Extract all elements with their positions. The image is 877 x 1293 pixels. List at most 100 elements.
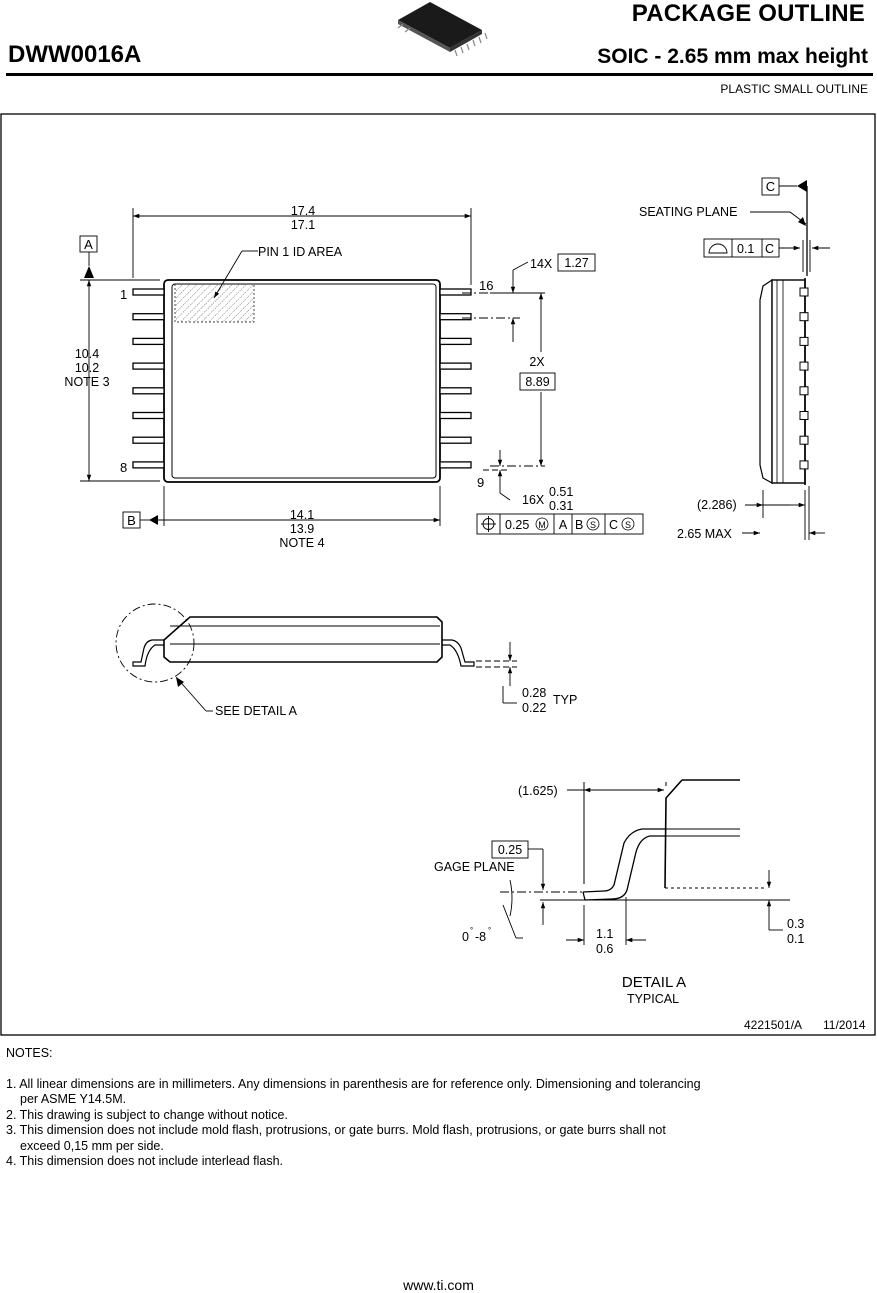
detail-a-callout-circle [115, 603, 195, 683]
width-min-label: 10.2 [75, 361, 99, 375]
lead-left [132, 411, 165, 420]
header-rule [6, 73, 873, 76]
lead-left [132, 362, 165, 370]
lead-left [132, 387, 165, 395]
package-subtitle: SOIC - 2.65 mm max height [597, 45, 868, 68]
note3-label: NOTE 3 [64, 375, 109, 389]
svg-text:1.27: 1.27 [564, 256, 588, 270]
span-count-label: 2X [529, 355, 545, 369]
svg-text:0.1: 0.1 [737, 242, 754, 256]
svg-text:0.25: 0.25 [498, 843, 522, 857]
drawing-frame [0, 113, 876, 1036]
svg-text:0.25: 0.25 [505, 518, 529, 532]
lead-right [439, 337, 472, 346]
pin-8-label: 8 [120, 460, 127, 475]
datum-a-box: A [79, 235, 98, 253]
pin-16-label: 16 [479, 278, 493, 293]
svg-text:C: C [766, 179, 775, 194]
package-description: PLASTIC SMALL OUTLINE [720, 82, 868, 96]
lead-right [439, 411, 472, 420]
note-item: exceed 0,15 mm per side. [20, 1138, 164, 1153]
lead-right [439, 362, 472, 370]
lead-max-label: 0.51 [549, 485, 573, 499]
page-title: PACKAGE OUTLINE [631, 0, 865, 27]
lead-count-label: 16X [522, 493, 545, 507]
lead-right [439, 461, 472, 469]
see-detail-label: SEE DETAIL A [215, 704, 298, 718]
package-3d-icon [397, 2, 488, 57]
svg-text:S: S [625, 520, 631, 530]
angle-start-label: 0 [462, 930, 469, 944]
gage-plane-label: GAGE PLANE [434, 860, 515, 874]
len-max-label: 17.4 [291, 204, 315, 218]
note-item: 3. This dimension does not include mold … [6, 1123, 666, 1137]
lead-left [132, 461, 165, 469]
lead-right [439, 313, 472, 321]
seating-plane-label: SEATING PLANE [639, 205, 737, 219]
detail-subtitle: TYPICAL [627, 992, 679, 1006]
gage-basic-box: 0.25 [491, 840, 529, 859]
pitch-count-label: 14X [530, 257, 553, 271]
doc-date: 11/2014 [823, 1018, 866, 1032]
side-lead [799, 287, 809, 297]
body-min-label: 13.9 [290, 522, 314, 536]
foot-max-label: 1.1 [596, 927, 613, 941]
lead-min-label: 0.31 [549, 499, 573, 513]
len-min-label: 17.1 [291, 218, 315, 232]
svg-text:M: M [538, 520, 546, 530]
typ-label: TYP [553, 693, 577, 707]
pin1-area-label: PIN 1 ID AREA [258, 245, 343, 259]
top-view [163, 279, 441, 483]
degree-mark: ° [470, 926, 473, 935]
pitch-basic-box: 1.27 [557, 253, 596, 272]
lead-right [439, 387, 472, 395]
note-item: 2. This drawing is subject to change wit… [6, 1107, 288, 1122]
note4-label: NOTE 4 [279, 536, 324, 550]
svg-text:8.89: 8.89 [525, 375, 549, 389]
note-item: per ASME Y14.5M. [20, 1092, 127, 1106]
svg-text:C: C [765, 242, 774, 256]
note-item: 4. This dimension does not include inter… [6, 1154, 284, 1168]
angle-end-label: -8 [475, 930, 486, 944]
stand-min-label: 0.1 [787, 932, 804, 946]
detail-a-view [500, 779, 790, 945]
ref-len-label: (1.625) [518, 784, 558, 798]
svg-text:B: B [575, 518, 583, 532]
front-view [115, 603, 517, 712]
profile-surface-icon [708, 243, 728, 254]
datum-c-box: C [761, 177, 808, 276]
degree-mark: ° [488, 926, 491, 935]
side-lead [799, 361, 809, 371]
thk-min-label: 0.22 [522, 701, 546, 715]
footer-url: www.ti.com [403, 1277, 474, 1293]
side-lead [799, 435, 809, 445]
svg-text:A: A [559, 518, 568, 532]
svg-text:B: B [127, 513, 136, 528]
svg-text:C: C [609, 518, 618, 532]
position-tolerance-frame: 0.25 M A B S C S [476, 513, 644, 535]
lead-right [439, 436, 472, 444]
side-lead [799, 312, 809, 322]
lead-left [132, 436, 165, 444]
notes-section: NOTES: 1. All linear dimensions are in m… [6, 1046, 701, 1170]
side-lead [799, 336, 809, 346]
foot-min-label: 0.6 [596, 942, 613, 956]
body-max-label: 14.1 [290, 508, 314, 522]
notes-spacer [6, 1062, 701, 1077]
svg-text:S: S [590, 520, 596, 530]
package-drawing: A B 17.4 17.1 PIN 1 ID AREA 1 8 16 9 10.… [0, 2, 876, 1036]
width-max-label: 10.4 [75, 347, 99, 361]
lead-left [132, 288, 165, 296]
detail-title: DETAIL A [622, 974, 686, 991]
doc-number: 4221501/A [744, 1018, 802, 1032]
pin1-id-area [174, 283, 255, 323]
span-basic-box: 8.89 [519, 372, 556, 391]
lead-left [132, 337, 165, 346]
lead-left [132, 313, 165, 321]
pin-9-label: 9 [477, 475, 484, 490]
stand-max-label: 0.3 [787, 917, 804, 931]
top-view-leads [132, 288, 472, 469]
thk-max-label: 0.28 [522, 686, 546, 700]
pin-1-label: 1 [120, 287, 127, 302]
note-item: 1. All linear dimensions are in millimet… [6, 1076, 701, 1091]
